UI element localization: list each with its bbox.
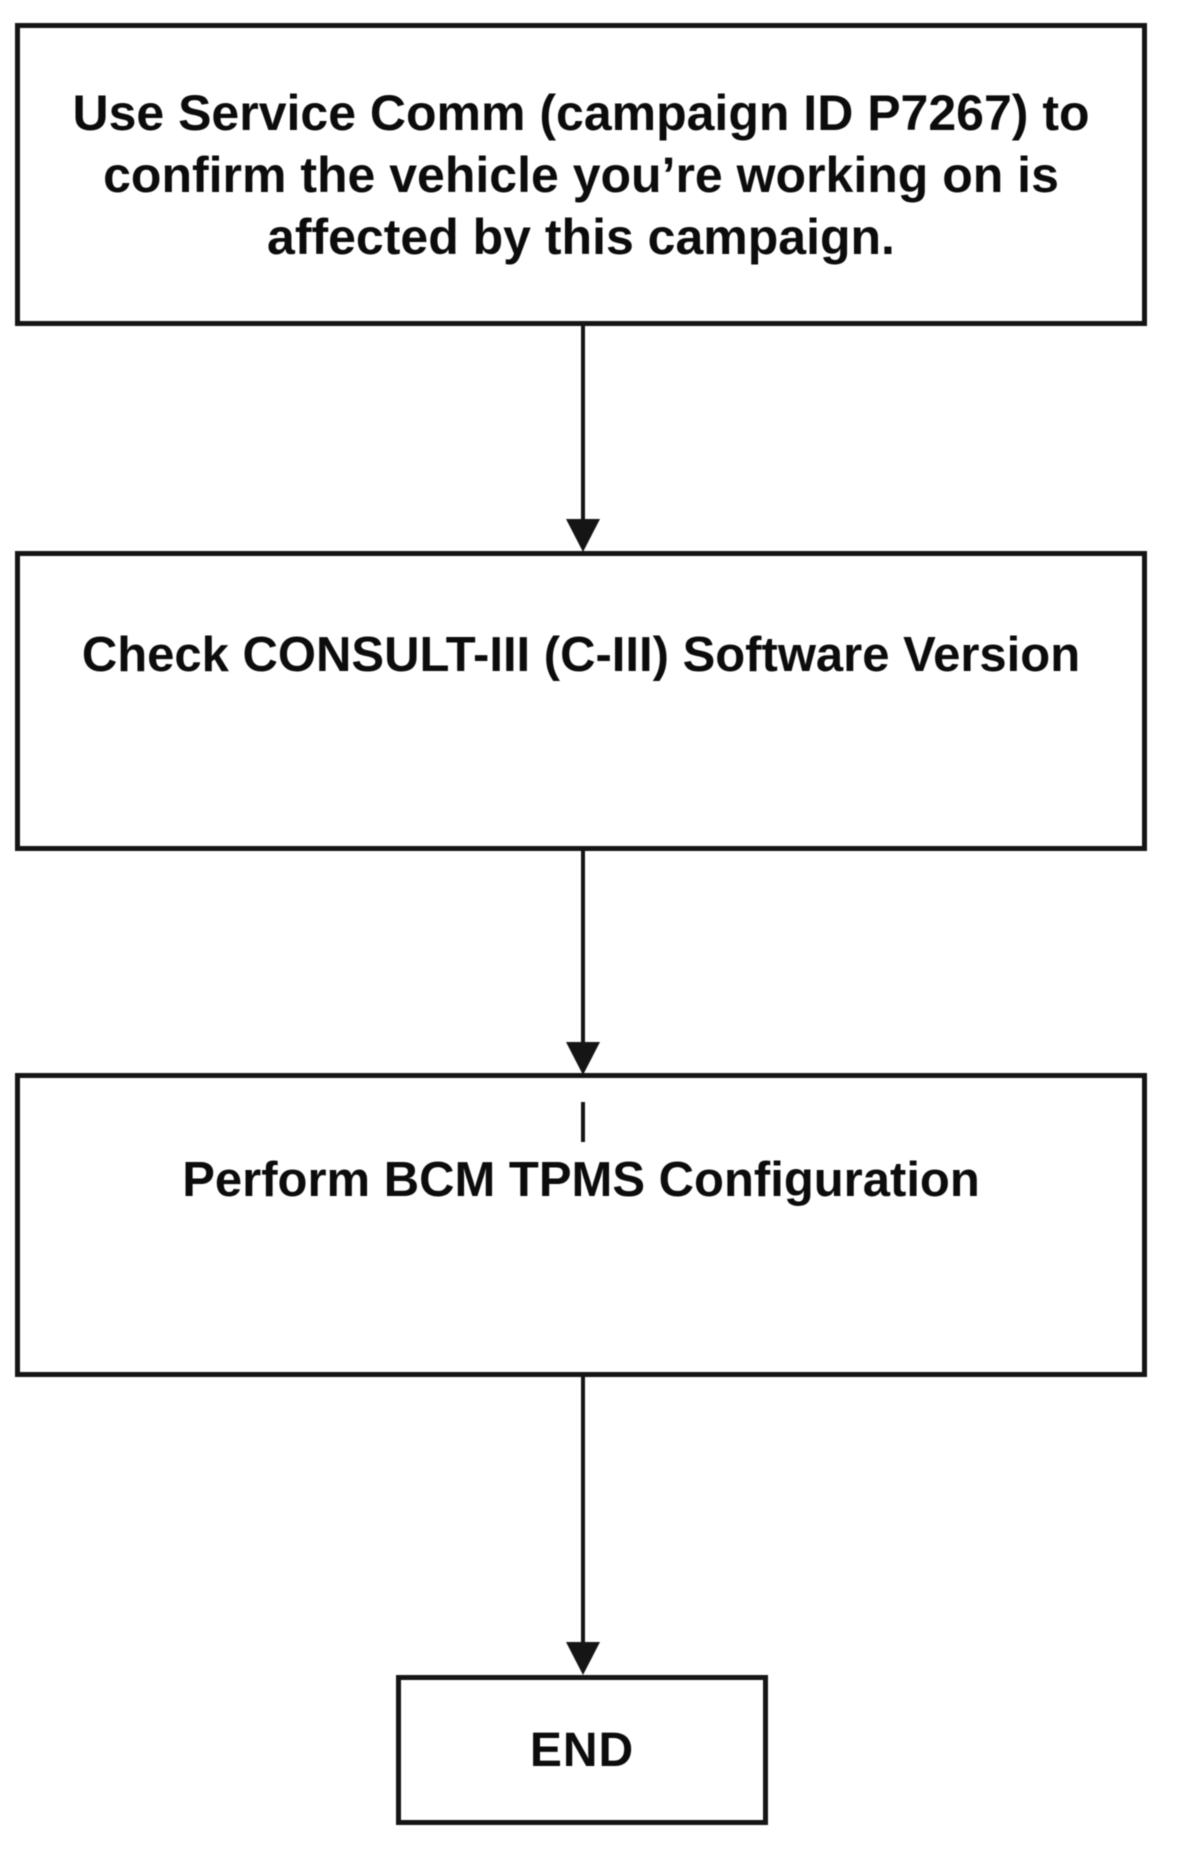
- arrow-down-icon: [566, 1042, 600, 1075]
- flow-node-perform-bcm-label: Perform BCM TPMS Configuration: [182, 1153, 980, 1207]
- arrow-down-icon: [566, 1642, 600, 1675]
- connector-line-1: [581, 326, 585, 520]
- connector-line-2: [581, 851, 585, 1043]
- arrow-down-icon: [566, 519, 600, 552]
- node-text-line-2: confirm the vehicle you’re working on is: [103, 146, 1059, 203]
- connector-stub: [581, 1102, 585, 1142]
- node-text-line-1: Use Service Comm (campaign ID P7267) to: [72, 84, 1090, 141]
- flow-node-service-comm-label: Use Service Comm (campaign ID P7267) to …: [72, 82, 1089, 268]
- flow-node-end-label: END: [529, 1723, 635, 1777]
- connector-line-3: [581, 1377, 585, 1643]
- flow-node-check-consult-label: Check CONSULT-III (C-III) Software Versi…: [81, 628, 1081, 682]
- flow-node-service-comm: Use Service Comm (campaign ID P7267) to …: [15, 23, 1147, 326]
- node-text-line-3: affected by this campaign.: [267, 208, 895, 265]
- flow-node-check-consult: Check CONSULT-III (C-III) Software Versi…: [15, 551, 1147, 851]
- flow-node-end: END: [396, 1675, 768, 1825]
